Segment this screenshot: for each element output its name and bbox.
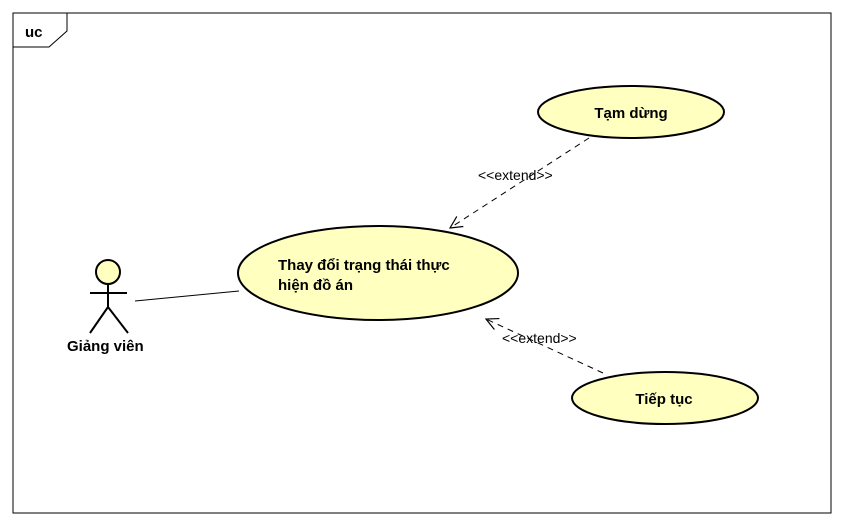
- actor-right-leg: [107, 306, 129, 334]
- frame-label: uc: [25, 24, 43, 41]
- resume-extend-label: <<extend>>: [502, 330, 577, 346]
- pause-extend-label: <<extend>>: [478, 167, 553, 183]
- actor-giang-vien: Giảng viên: [67, 259, 144, 355]
- actor-head: [95, 259, 121, 285]
- actor-name: Giảng viên: [67, 338, 144, 355]
- actor-left-leg: [89, 306, 109, 334]
- use-case-resume: Tiếp tục: [571, 371, 759, 425]
- use-case-label-line-1: Thay đổi trạng thái thực: [278, 257, 450, 274]
- use-case-shape: [237, 225, 519, 321]
- use-case-shape: [537, 85, 725, 139]
- use-case-label: Tiếp tục: [635, 391, 692, 408]
- use-case-label-line-2: hiện đồ án: [278, 277, 353, 294]
- use-case-pause: Tạm dừng: [537, 85, 725, 139]
- use-case-label: Tạm dừng: [594, 105, 667, 122]
- use-case-change-status: Thay đổi trạng thái thực hiện đồ án: [237, 225, 519, 321]
- pause-extend-line: [450, 137, 590, 228]
- actor-association-line: [134, 290, 240, 302]
- frame-tab: [12, 12, 68, 48]
- use-case-shape: [571, 371, 759, 425]
